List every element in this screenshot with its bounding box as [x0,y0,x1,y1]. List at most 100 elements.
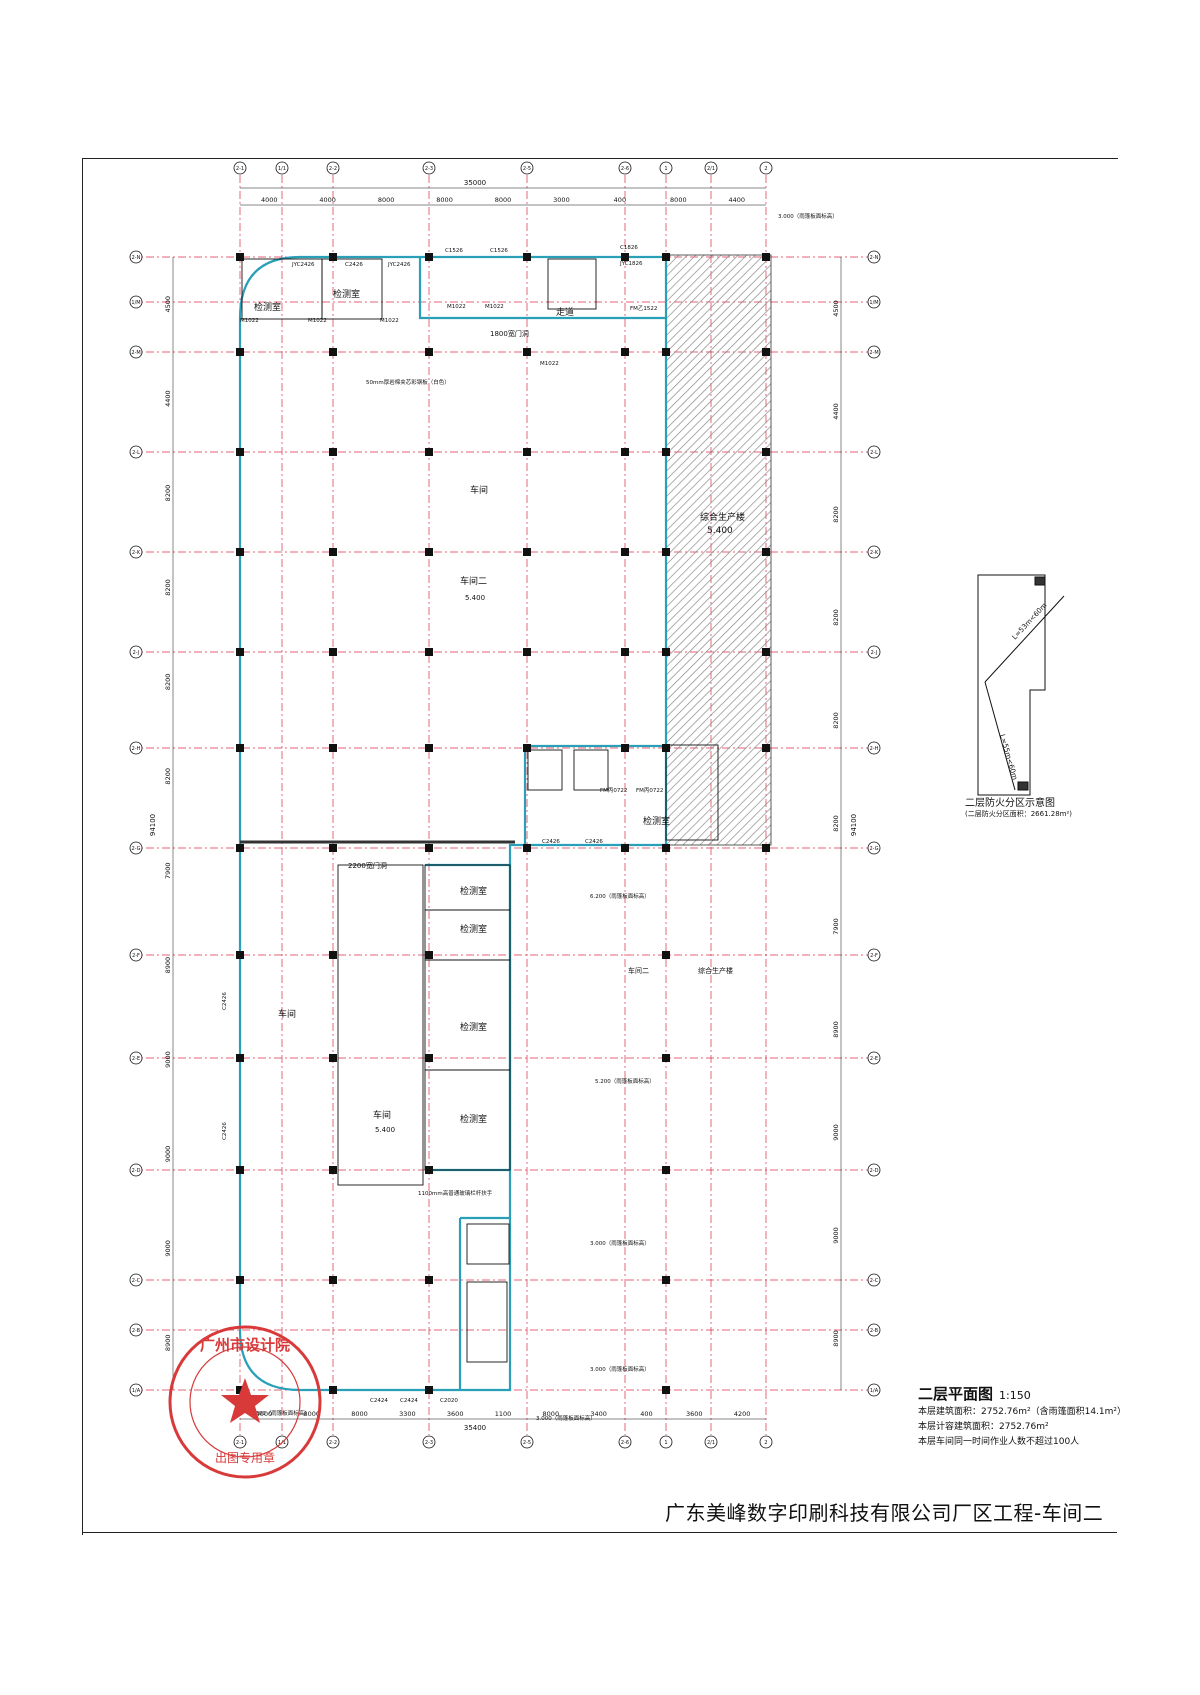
axis-label-top: 2-1 [236,166,244,172]
axis-label-right: 2-G [869,846,878,852]
structural-column [329,1166,337,1174]
structural-column [662,744,670,752]
structural-column [236,951,244,959]
dimension-bottom-segment: 3600 [686,1410,703,1418]
structural-column [425,1386,433,1394]
south-elevator [466,1223,510,1265]
room-label: 车间二 [460,575,487,587]
axis-bubble-left [129,250,143,264]
window-label: C2424 [370,1398,388,1404]
structural-column [329,951,337,959]
stair-n [547,258,597,310]
room-label: 车间 [373,1109,391,1121]
dimension-left-segment: 8200 [164,579,172,596]
dimension-bottom-segment: 8000 [351,1410,368,1418]
fire-zone-key-title: 二层防火分区示意图 [965,798,1055,809]
axis-label-top: 2-2 [329,166,337,172]
partition-lines [240,258,719,1363]
stamp-text-top: 广州市设计院 [200,1336,290,1354]
structural-column [236,548,244,556]
structural-column [621,253,629,261]
axis-label-left: 2-J [133,650,140,656]
axis-label-bottom: 2-2 [329,1440,337,1446]
structural-column [762,744,770,752]
room-labels: 检测室 检测室 车间 车间二 5.400 综合生产楼 5.400 走道 检测室 … [254,288,745,1134]
axis-label-bottom: 2-5 [523,1440,531,1446]
dimension-left-segment: 4400 [164,390,172,407]
structural-column [662,1054,670,1062]
axis-label-left: 1/A [132,1388,141,1394]
structural-column [329,648,337,656]
axis-label-right: 2-K [870,550,879,556]
elevation-label: 3.000（雨篷板面标高） [778,212,838,220]
axis-bubble-left [129,645,143,659]
test-room-s2 [424,909,511,961]
axis-label-left: 2-G [131,846,140,852]
dimension-left-segment: 4500 [164,296,172,313]
room-label: 检测室 [460,885,487,897]
dimension-left-segment: 8200 [164,485,172,502]
dimension-top-total: 35000 [464,179,486,187]
structural-column [236,1276,244,1284]
axis-bubble-right [867,250,881,264]
dimension-left-segment: 9000 [164,1051,172,1068]
fire-zone-corner-a [1034,576,1046,586]
axis-bubble-right [867,1051,881,1065]
structural-column [425,648,433,656]
axis-label-right: 2-N [870,255,879,261]
axis-bubble-left [129,1051,143,1065]
dimension-left-segment: 8900 [164,1335,172,1352]
structural-column [662,548,670,556]
structural-column [662,1276,670,1284]
door-opening-label: 1800宽门洞 [490,329,529,338]
structural-column [236,1166,244,1174]
axis-label-right: 2-M [869,350,878,356]
dimension-top-segment: 4400 [729,196,746,204]
stamp-outer-ring [168,1325,322,1479]
structural-column [621,744,629,752]
axis-label-right: 2-L [870,450,878,456]
test-room-s4 [424,1069,511,1171]
axis-bubble-bottom [326,1435,340,1449]
dimension-right-segment: 8900 [832,1330,840,1347]
room-label: 车间二 [628,966,649,975]
axis-bubble-bottom [520,1435,534,1449]
axis-label-bottom: 1 [664,1440,667,1446]
area-notes: 本层建筑面积：2752.76m²（含雨篷面积14.1m²） 本层计容建筑面积：2… [918,1405,1126,1450]
dimension-bottom-segment: 3600 [447,1410,464,1418]
structural-column [621,348,629,356]
structural-column [425,1166,433,1174]
structural-column [329,1276,337,1284]
axis-label-bottom: 2-3 [425,1440,433,1446]
dimension-left-segment: 7900 [164,862,172,879]
structural-column [236,844,244,852]
structural-column [425,1276,433,1284]
axis-bubble-right [867,345,881,359]
dimension-top-segment: 4000 [319,196,336,204]
structural-column [425,253,433,261]
room-label: 车间 [470,484,488,496]
mid-core-wall [523,744,666,845]
structural-column [762,844,770,852]
axis-bubble-top [659,161,673,175]
structural-column [662,951,670,959]
structural-columns [236,253,770,1394]
structural-column [329,1386,337,1394]
mid-elevator-2 [573,749,609,791]
axis-label-left: 2-L [132,450,140,456]
room-label: 5.400 [375,1126,395,1134]
axis-label-bottom: 2 [764,1440,767,1446]
axis-label-left: 2-N [132,255,141,261]
axis-label-left: 2-D [132,1168,141,1174]
fire-zone-corner-b [1017,781,1029,791]
dimension-bottom-total: 35400 [464,1424,486,1432]
room-label: 检测室 [333,288,360,300]
elevation-label: 5.200（雨篷板面标高） [595,1077,655,1085]
structural-column [662,348,670,356]
dimension-left-total: 94100 [149,814,157,836]
axis-bubble-right [867,841,881,855]
axis-bubble-bottom [618,1435,632,1449]
axis-bubble-right [867,445,881,459]
window-label: C2426 [542,839,560,845]
